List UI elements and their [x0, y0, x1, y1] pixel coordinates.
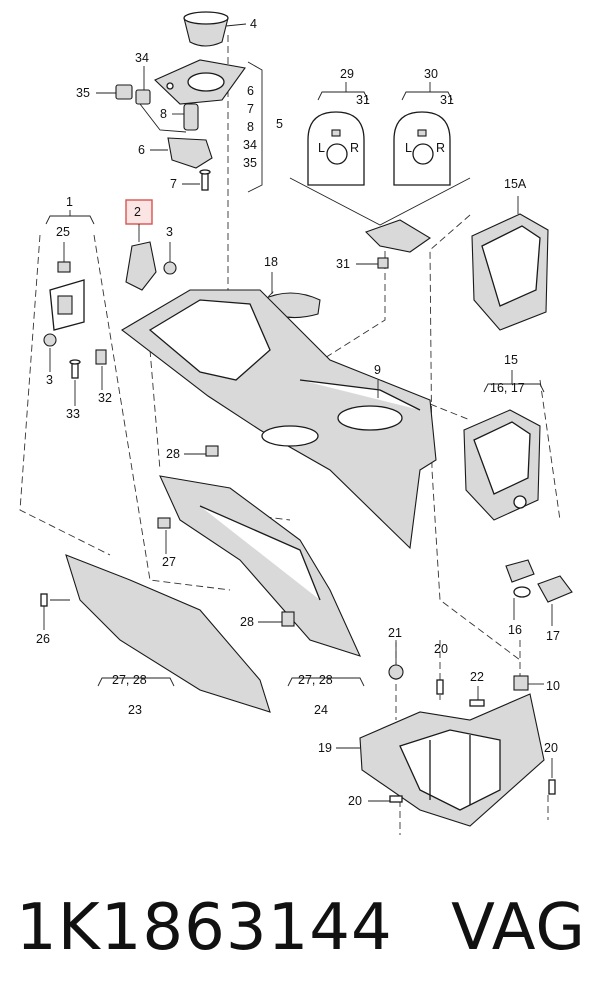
footer: 1K1863144 VAG — [0, 868, 600, 988]
callout-20-right: 20 — [544, 741, 558, 755]
parts-34-35-8-6-7: 34 35 8 6 7 — [76, 51, 213, 191]
callout-9: 9 — [374, 363, 381, 377]
callout-5: 5 — [276, 117, 283, 131]
selector-left-L: L — [318, 141, 325, 155]
callout-4: 4 — [250, 17, 257, 31]
part-4-cap: 4 — [183, 11, 257, 47]
part-number: 1K1863144 — [16, 891, 393, 965]
callout-35: 35 — [76, 86, 90, 100]
parts-29-30-selector-plates: 29 31 L R 30 31 L R — [289, 67, 471, 253]
part-15-bin: 15 16, 17 — [463, 353, 545, 521]
callout-30-31: 31 — [440, 93, 454, 107]
callout-18: 18 — [264, 255, 278, 269]
callout-29-31: 31 — [356, 93, 370, 107]
callout-31: 31 — [336, 257, 350, 271]
callout-16: 16 — [508, 623, 522, 637]
callout-28-bottom: 28 — [240, 615, 254, 629]
callout-34: 34 — [135, 51, 149, 65]
callout-2: 2 — [134, 205, 141, 219]
callout-3-mid: 3 — [166, 225, 173, 239]
callout-23: 23 — [128, 703, 142, 717]
callout-7: 7 — [170, 177, 177, 191]
brand-name: VAG — [451, 891, 586, 965]
callout-26: 26 — [36, 632, 50, 646]
callout-6: 6 — [138, 143, 145, 157]
selector-right-L: L — [405, 141, 412, 155]
callout-5-list-7: 7 — [247, 102, 254, 116]
callout-15: 15 — [504, 353, 518, 367]
callout-8: 8 — [160, 107, 167, 121]
part-15A-bin: 15A — [471, 177, 549, 331]
callout-27: 27 — [162, 555, 176, 569]
callout-20-top: 20 — [434, 642, 448, 656]
part-5-bezel: 5 6 7 8 34 35 — [154, 59, 283, 193]
callout-25: 25 — [56, 225, 70, 239]
callout-22: 22 — [470, 670, 484, 684]
part-1-bracket-group: 1 25 3 33 32 — [43, 195, 112, 421]
parts-16-17-socket-lighter: 16 17 — [505, 559, 573, 643]
callout-19: 19 — [318, 741, 332, 755]
selector-right-R: R — [436, 141, 445, 155]
callout-27-28-right: 27, 28 — [298, 673, 333, 687]
callout-5-list-6: 6 — [247, 84, 254, 98]
callout-30: 30 — [424, 67, 438, 81]
callout-10: 10 — [546, 679, 560, 693]
part-2-highlighted: 2 3 — [125, 199, 177, 291]
part-9-center-console: 9 — [121, 289, 437, 550]
callout-21: 21 — [388, 626, 402, 640]
part-23-left-panel: 26 27, 28 23 — [36, 554, 271, 717]
callout-16-17: 16, 17 — [490, 381, 525, 395]
part-31-clip: 31 — [336, 257, 389, 271]
callout-5-list-8: 8 — [247, 120, 254, 134]
callout-20-bottom: 20 — [348, 794, 362, 808]
callout-28-top: 28 — [166, 447, 180, 461]
part-19-lower-bracket: 21 20 22 10 19 20 20 — [318, 626, 560, 827]
part-24-right-panel: 28 27 28 27, 28 24 — [157, 445, 365, 717]
callout-5-list-35: 35 — [243, 156, 257, 170]
callout-33: 33 — [66, 407, 80, 421]
callout-27-28-left: 27, 28 — [112, 673, 147, 687]
callout-3-left: 3 — [46, 373, 53, 387]
callout-15A: 15A — [504, 177, 527, 191]
exploded-parts-diagram: 4 5 6 7 8 34 35 34 35 8 6 7 29 — [19, 11, 573, 835]
callout-17: 17 — [546, 629, 560, 643]
selector-left-R: R — [350, 141, 359, 155]
callout-1: 1 — [66, 195, 73, 209]
callout-29: 29 — [340, 67, 354, 81]
callout-32: 32 — [98, 391, 112, 405]
callout-5-list-34: 34 — [243, 138, 257, 152]
callout-24: 24 — [314, 703, 328, 717]
